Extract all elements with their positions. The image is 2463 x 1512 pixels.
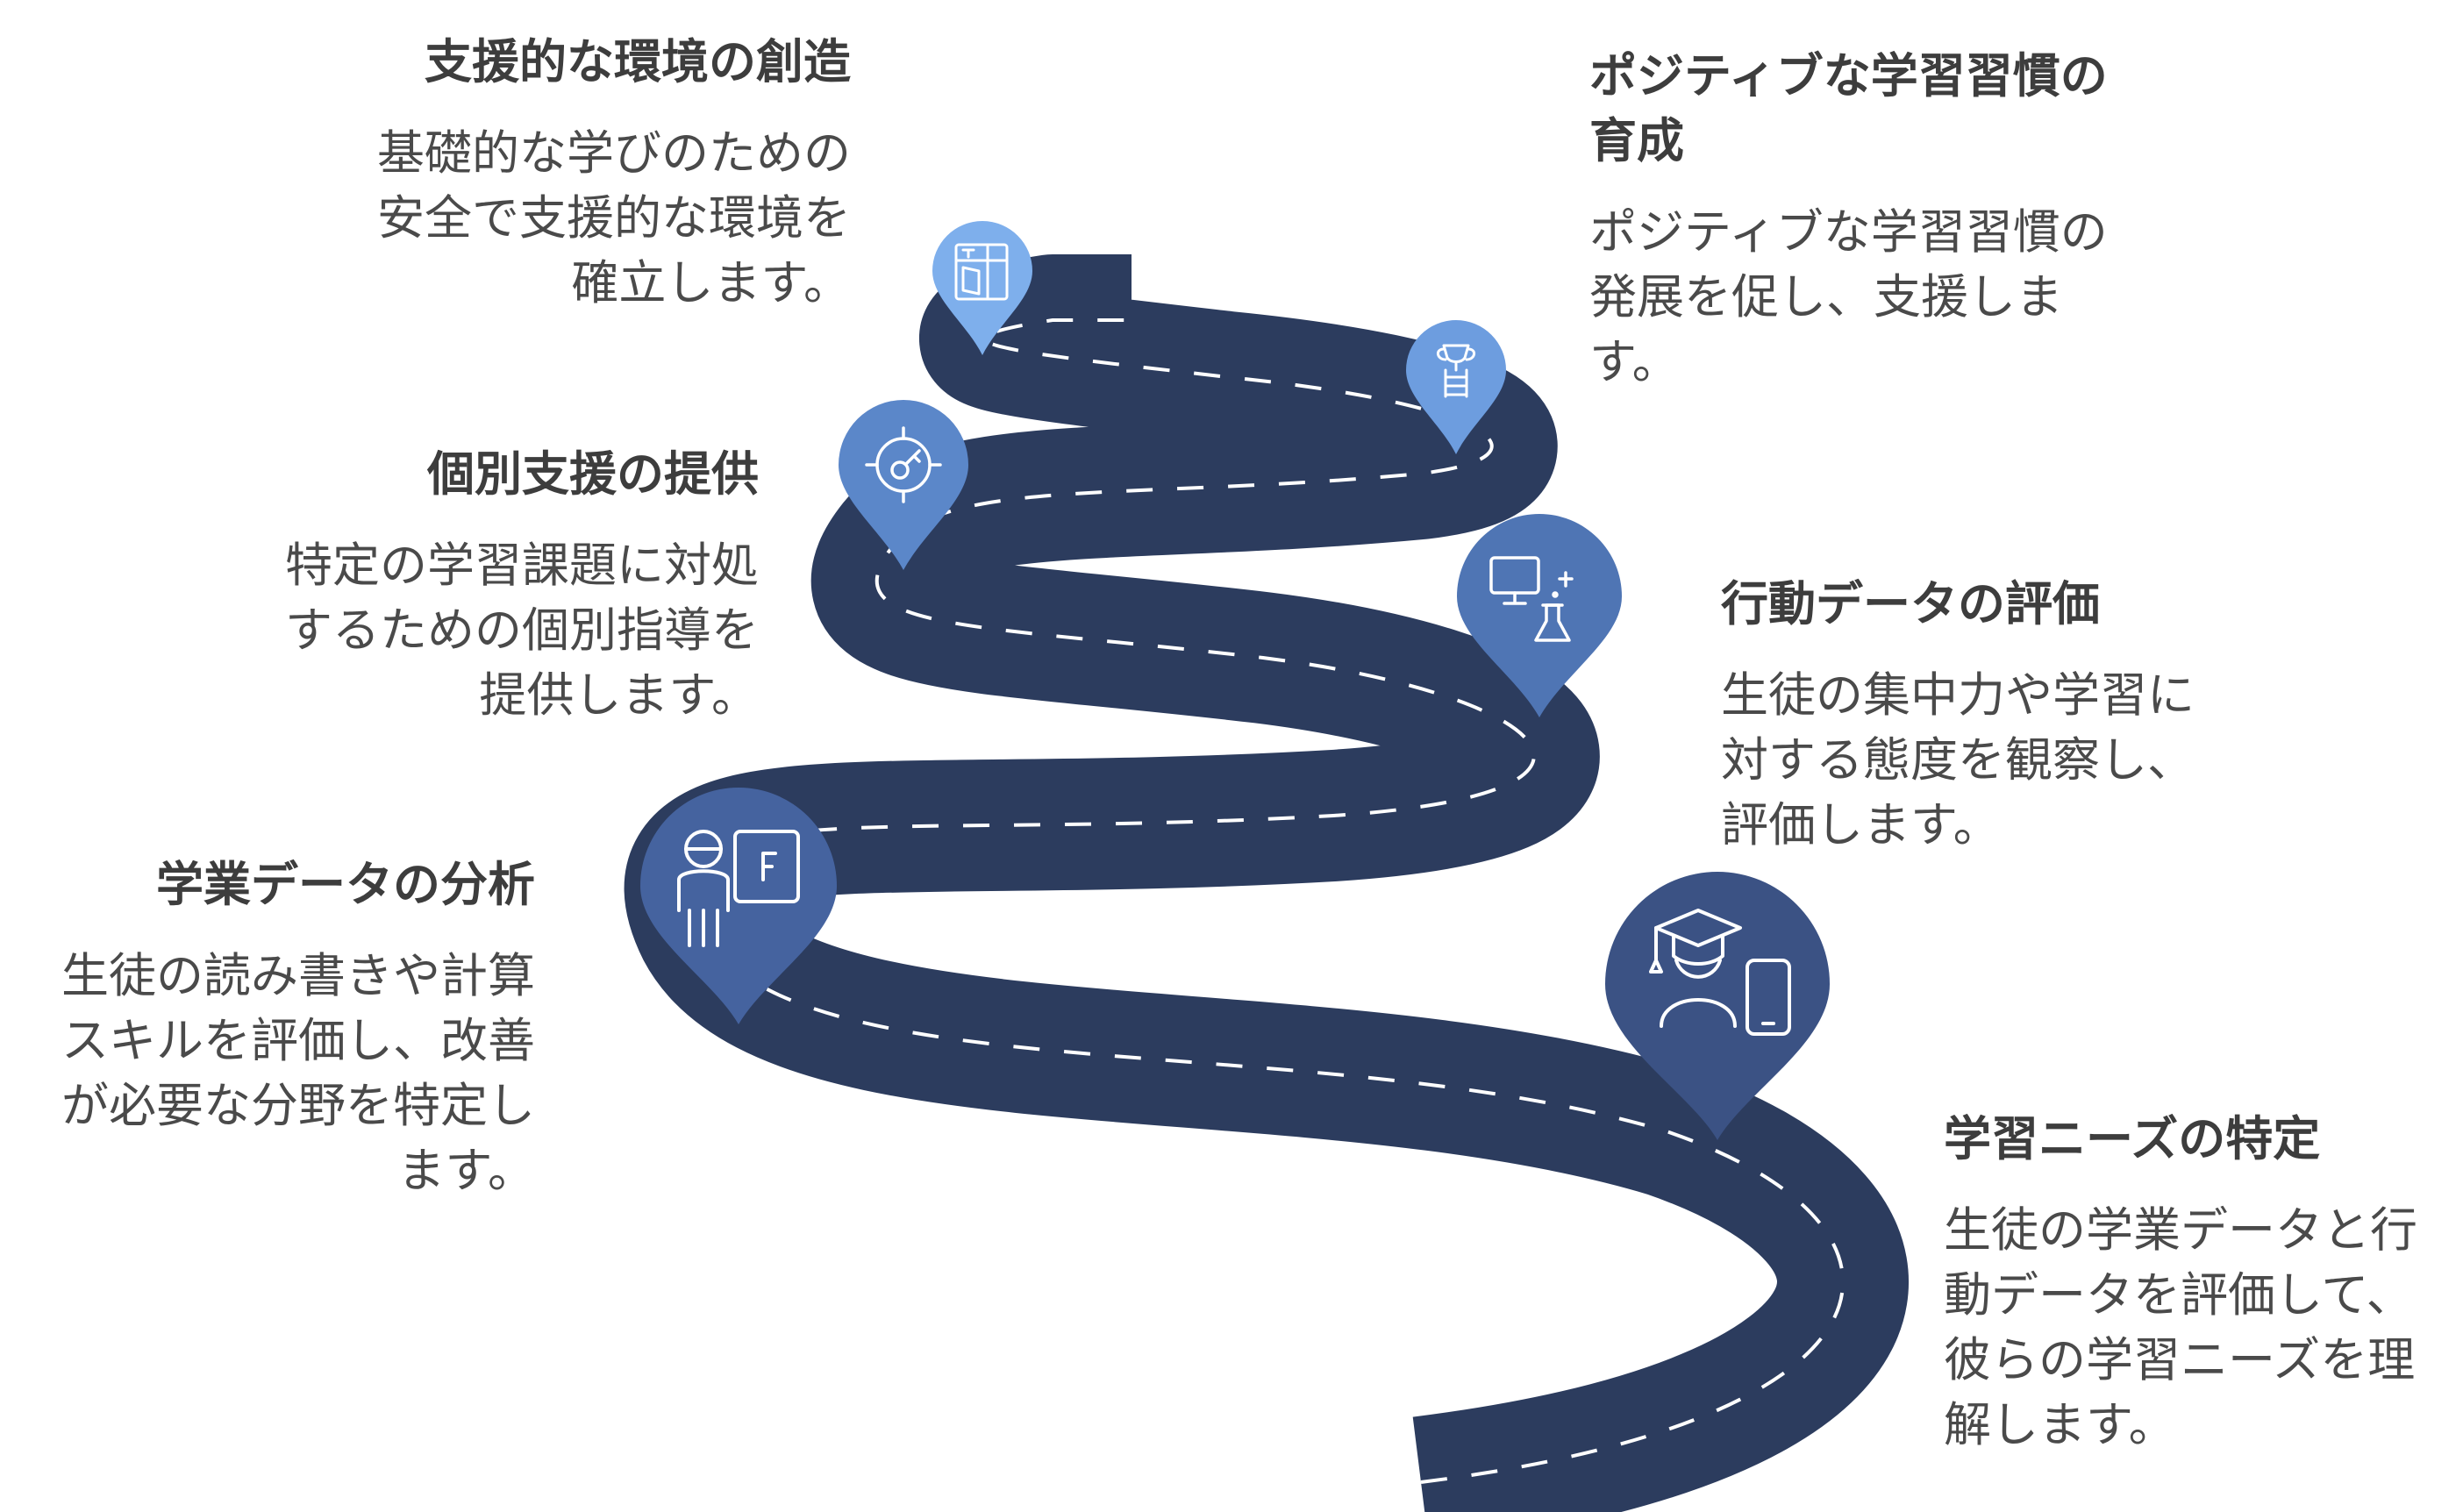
step-description: 生徒の学業データと行動データを評価して、彼らの学習ニーズを理解します。 (1944, 1202, 2417, 1452)
graduate-phone-icon (1649, 909, 1791, 1036)
step-positive-habits: ポジティブな学習習慣の育成 ポジティブな学習習慣の発展を促し、支援します。 (1589, 44, 2151, 395)
trophy-ladder-icon (1437, 344, 1475, 398)
step-title: 学習ニーズの特定 (1944, 1111, 2321, 1166)
step-individual-support: 個別支援の提供 特定の学習課題に対処するための個別指導を提供します。 (272, 442, 759, 728)
step-academic-data: 学業データの分析 生徒の読み書きや計算スキルを評価し、改善が必要な分野を特定しま… (53, 852, 535, 1203)
step-behavior-data: 行動データの評価 生徒の集中力や学習に対する態度を観察し、評価します。 (1721, 572, 2203, 858)
step-title: ポジティブな学習習慣の育成 (1589, 48, 2108, 168)
marker-positive-habits (1406, 320, 1506, 454)
step-description: 基礎的な学びのための安全で支援的な環境を確立します。 (377, 125, 851, 310)
teacher-board-icon (677, 830, 800, 947)
step-learning-needs: 学習ニーズの特定 生徒の学業データと行動データを評価して、彼らの学習ニーズを理解… (1944, 1107, 2435, 1458)
step-description: 生徒の読み書きや計算スキルを評価し、改善が必要な分野を特定します。 (61, 948, 535, 1198)
step-title: 支援的な環境の創造 (425, 34, 851, 89)
marker-supportive-environment (932, 221, 1032, 355)
marker-learning-needs (1605, 872, 1830, 1140)
step-description: ポジティブな学習習慣の発展を促し、支援します。 (1589, 204, 2108, 389)
step-supportive-environment: 支援的な環境の創造 基礎的な学びのための安全で支援的な環境を確立します。 (360, 30, 851, 316)
marker-individual-support (839, 400, 968, 570)
road-lane-marking (688, 318, 1845, 1484)
step-title: 個別支援の提供 (427, 446, 759, 502)
marker-behavior-data (1457, 513, 1622, 717)
target-key-icon (865, 426, 942, 503)
computer-flask-icon (1489, 556, 1574, 642)
step-title: 学業データの分析 (156, 857, 535, 912)
step-description: 生徒の集中力や学習に対する態度を観察し、評価します。 (1721, 667, 2195, 852)
step-description: 特定の学習課題に対処するための個別指導を提供します。 (285, 538, 759, 723)
open-door-icon (954, 243, 1009, 301)
step-title: 行動データの評価 (1721, 576, 2100, 631)
marker-academic-data (640, 788, 837, 1024)
